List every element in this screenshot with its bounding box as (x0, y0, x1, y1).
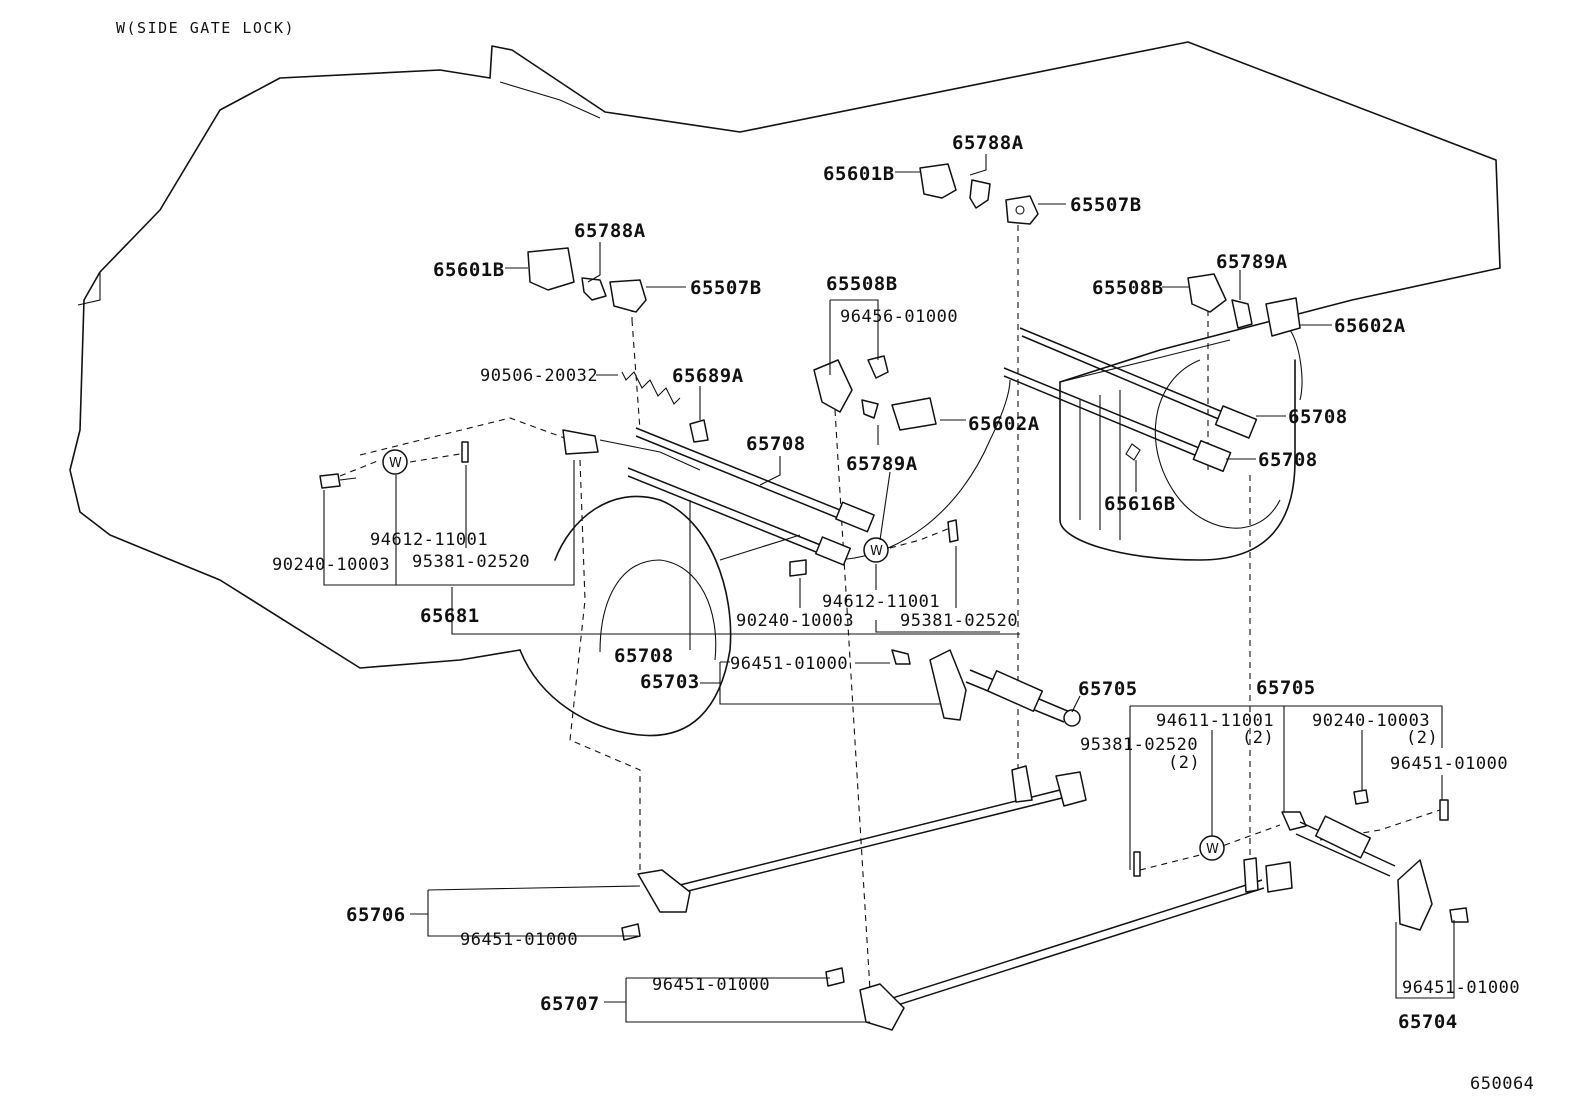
lock-assembly-mid (813, 355, 937, 431)
label-96451-01000-c: 96451-01000 (460, 930, 578, 950)
label-65507B-left: 65507B (690, 277, 762, 299)
label-65705-a: 65705 (1078, 678, 1138, 700)
label-90240-10003-right: 90240-10003 (1312, 711, 1430, 731)
label-65788A-left: 65788A (574, 220, 646, 242)
label-90240-qty: (2) (1406, 728, 1438, 748)
label-95381-02520-left: 95381-02520 (412, 552, 530, 572)
label-96451-01000-b: 96451-01000 (1390, 754, 1508, 774)
label-90240-10003-left: 90240-10003 (272, 555, 390, 575)
label-94612-11001-left: 94612-11001 (370, 530, 488, 550)
label-95381-02520-right: 95381-02520 (1080, 735, 1198, 755)
rods-65708 (627, 327, 1258, 566)
fasteners-left: W W (319, 441, 959, 577)
label-96451-01000-d: 96451-01000 (652, 975, 770, 995)
diagram-title: W(SIDE GATE LOCK) (116, 19, 295, 37)
label-65788A-top: 65788A (952, 132, 1024, 154)
label-65789A-right: 65789A (1216, 251, 1288, 273)
label-65706: 65706 (346, 904, 406, 926)
spring-assembly (562, 371, 709, 455)
washer-symbol-right: W (1206, 842, 1219, 857)
label-95381-02520-mid: 95381-02520 (900, 611, 1018, 631)
label-65707: 65707 (540, 993, 600, 1015)
label-65705-b: 65705 (1256, 677, 1316, 699)
stay-assemblies: W (891, 649, 1469, 931)
washer-symbol-left: W (389, 456, 402, 471)
label-65708-a: 65708 (746, 433, 806, 455)
label-65689A: 65689A (672, 365, 744, 387)
label-65601B-left: 65601B (433, 259, 505, 281)
label-96456-01000: 96456-01000 (840, 307, 958, 327)
label-65602A-mid: 65602A (968, 413, 1040, 435)
lock-assembly-left (527, 247, 647, 313)
label-65704: 65704 (1398, 1011, 1458, 1033)
lock-assembly-right (1187, 273, 1301, 337)
label-65508B-mid: 65508B (826, 273, 898, 295)
label-65602A-right: 65602A (1334, 315, 1406, 337)
label-90506-20032: 90506-20032 (480, 366, 598, 386)
label-65789A-mid: 65789A (846, 453, 918, 475)
label-65507B-top: 65507B (1070, 194, 1142, 216)
label-65708-c: 65708 (1258, 449, 1318, 471)
label-95381-qty: (2) (1168, 753, 1200, 773)
label-65708-d: 65708 (614, 645, 674, 667)
lock-assembly-top (919, 163, 1039, 225)
part-labels: 65788A 65601B 65507B 65788A 65601B 65507… (272, 132, 1520, 1033)
label-65508B-right: 65508B (1092, 277, 1164, 299)
label-65681: 65681 (420, 605, 480, 627)
washer-symbol-mid: W (870, 544, 883, 559)
label-65708-b: 65708 (1288, 406, 1348, 428)
label-90240-10003-mid: 90240-10003 (736, 611, 854, 631)
label-65601B-top: 65601B (823, 163, 895, 185)
label-94611-qty: (2) (1242, 728, 1274, 748)
label-65616B: 65616B (1104, 493, 1176, 515)
leader-lines (323, 154, 1455, 1023)
long-rods (621, 765, 1293, 1031)
label-65703: 65703 (640, 671, 700, 693)
label-96451-01000-e: 96451-01000 (1402, 978, 1520, 998)
vehicle-body-outline (69, 41, 1501, 737)
label-94612-11001-mid: 94612-11001 (822, 592, 940, 612)
figure-code: 650064 (1470, 1074, 1534, 1094)
label-94611-11001: 94611-11001 (1156, 711, 1274, 731)
label-96451-01000-a: 96451-01000 (730, 654, 848, 674)
